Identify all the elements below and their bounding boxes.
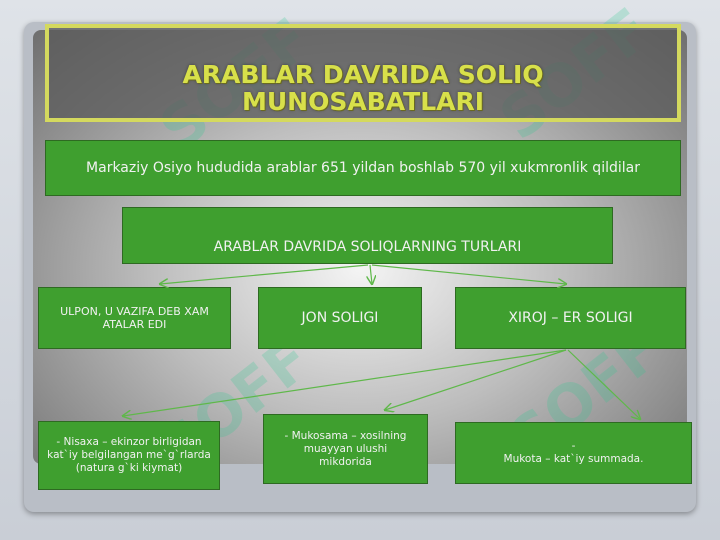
mukota-box: - Mukota – kat`iy summada.	[455, 422, 692, 484]
xiroj-box: XIROJ – ER SOLIGI	[455, 287, 686, 349]
jon-soligi-box: JON SOLIGI	[258, 287, 422, 349]
mukosama-box: - Mukosama – xosilning muayyan ulushi mi…	[263, 414, 428, 484]
ulpon-box: ULPON, U VAZIFA DEB XAM ATALAR EDI	[38, 287, 231, 349]
intro-box: Markaziy Osiyo hududida arablar 651 yild…	[45, 140, 681, 196]
nisaxa-box: - Nisaxa – ekinzor birligidan kat`iy bel…	[38, 421, 220, 490]
slide-title: ARABLAR DAVRIDA SOLIQ MUNOSABATLARI	[182, 60, 544, 116]
tax-types-header: ARABLAR DAVRIDA SOLIQLARNING TURLARI	[122, 207, 613, 264]
mukota-dash: -	[571, 440, 576, 452]
mukota-text: Mukota – kat`iy summada.	[503, 453, 644, 465]
title-frame: ARABLAR DAVRIDA SOLIQ MUNOSABATLARI	[45, 24, 681, 122]
